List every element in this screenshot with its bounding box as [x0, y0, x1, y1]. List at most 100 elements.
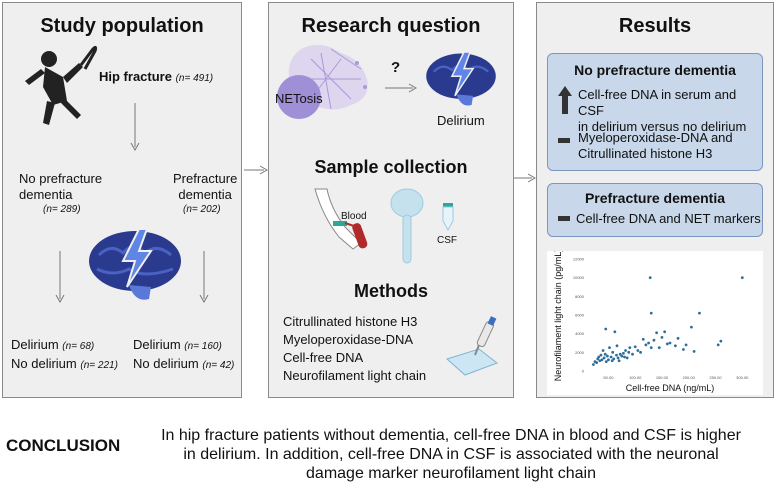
x-tick-label: 50.00	[603, 375, 614, 380]
blood-label: Blood	[341, 211, 367, 222]
method-item: Neurofilament light chain	[283, 368, 427, 383]
scatter-point	[641, 337, 645, 341]
y-axis-label: Neurofilament light chain (pg/mL)	[553, 251, 563, 381]
scatter-point	[633, 345, 637, 349]
box-title: Prefracture dementia	[584, 190, 726, 206]
scatter-point	[657, 346, 661, 350]
scatter-point	[740, 276, 744, 280]
scatter-point	[612, 357, 616, 361]
question-mark: ?	[391, 59, 401, 76]
y-tick-label: 0	[582, 369, 585, 374]
scatter-point	[604, 327, 608, 331]
scatter-point	[610, 359, 614, 363]
scatter-point	[690, 325, 693, 329]
scatter-point	[599, 353, 603, 357]
scatter-point	[617, 359, 621, 363]
scatter-point	[615, 344, 619, 348]
scatter-point	[592, 363, 595, 366]
scatter-point	[622, 351, 625, 355]
scatter-point	[649, 311, 653, 315]
hip-fracture-label: Hip fracture (n= 491)	[99, 69, 214, 84]
arrow-down-icon	[130, 103, 140, 151]
research-question-panel: Research question NETosis ? Delirium Sam…	[268, 2, 514, 398]
pre-dementia-n: (n= 202)	[183, 204, 221, 215]
method-item: Citrullinated histone H3	[283, 314, 418, 329]
scatter-point	[636, 349, 640, 352]
research-question-title: Research question	[301, 15, 481, 37]
scatter-point	[608, 346, 611, 350]
scatter-point	[615, 353, 618, 357]
scatter-point	[603, 352, 607, 356]
y-tick-label: 10000	[573, 275, 585, 280]
netosis-label: NETosis	[275, 91, 323, 106]
left-no-delirium: No delirium (n= 221)	[11, 356, 118, 371]
scatter-point	[600, 358, 604, 362]
scatter-point	[649, 346, 653, 350]
falling-person-icon	[25, 45, 98, 125]
scatter-point	[623, 355, 626, 359]
scatter-point	[631, 352, 634, 356]
right-delirium: Delirium (n= 160)	[133, 337, 222, 352]
x-tick-label: 250.00	[709, 375, 722, 380]
scatter-point	[660, 336, 664, 339]
no-dementia-n: (n= 289)	[43, 204, 81, 215]
no-dementia-results-box: No prefracture dementia Cell-free DNA in…	[547, 53, 763, 171]
method-item: Cell-free DNA	[283, 350, 364, 365]
arrow-right-icon	[244, 165, 268, 175]
scatter-point	[647, 341, 650, 345]
sample-collection-title: Sample collection	[314, 157, 468, 177]
no-change-text: Myeloperoxidase-DNA and Citrullinated hi…	[578, 130, 733, 161]
scatter-point	[611, 350, 615, 354]
scatter-point	[639, 350, 642, 354]
scatter-point	[665, 342, 669, 346]
scatter-point	[663, 330, 667, 334]
csf-tube-icon	[442, 203, 454, 231]
scatter-point	[684, 343, 688, 347]
scatter-point	[652, 338, 656, 342]
y-tick-label: 2000	[575, 350, 585, 355]
y-tick-label: 4000	[575, 331, 585, 336]
arrow-right-icon	[514, 173, 536, 183]
scatter-point	[648, 276, 652, 280]
scatter-point	[681, 348, 685, 351]
scatter-point	[644, 343, 648, 347]
scatter-point	[616, 356, 620, 360]
scatter-point	[668, 341, 672, 345]
x-axis-label: Cell-free DNA (ng/mL)	[626, 383, 715, 393]
study-population-panel: Study population Hip fracture (n= 491) N…	[2, 2, 242, 398]
scatter-point	[698, 311, 701, 315]
box-title: No prefracture dementia	[574, 62, 736, 78]
no-change-icon	[558, 216, 570, 221]
results-panel: Results No prefracture dementia Cell-fre…	[536, 2, 774, 398]
scatter-point	[716, 343, 720, 347]
no-change-text: Cell-free DNA and NET markers	[576, 211, 761, 226]
scatter-point	[598, 359, 602, 363]
scatter-point	[607, 358, 610, 362]
scatter-point	[625, 356, 629, 360]
arrow-up-icon	[558, 86, 572, 114]
y-tick-label: 12000	[573, 257, 585, 262]
scatter-chart: Neurofilament light chain (pg/mL) Cell-f…	[547, 251, 763, 395]
methods-title: Methods	[354, 281, 428, 301]
scatter-point	[628, 346, 632, 350]
scatter-point	[605, 354, 609, 358]
scatter-point	[618, 352, 622, 356]
y-tick-label: 6000	[575, 313, 585, 318]
scatter-point	[609, 355, 613, 359]
dementia-results-box: Prefracture dementia Cell-free DNA and N…	[547, 183, 763, 237]
scatter-point	[692, 350, 696, 353]
pipette-plate-icon	[446, 316, 499, 376]
x-tick-label: 100.00	[629, 375, 642, 380]
scatter-point	[613, 330, 617, 334]
scatter-point	[624, 349, 627, 352]
left-delirium: Delirium (n= 68)	[11, 337, 95, 352]
scatter-point	[602, 356, 606, 360]
conclusion-label: CONCLUSION	[6, 436, 121, 455]
methods-list: Citrullinated histone H3 Myeloperoxidase…	[283, 313, 426, 385]
method-item: Myeloperoxidase-DNA	[283, 332, 414, 347]
brain-lightning-icon	[89, 228, 181, 300]
netosis-cell-icon	[277, 44, 368, 119]
x-tick-label: 200.00	[683, 375, 696, 380]
scatter-point	[627, 350, 631, 354]
scatter-point	[601, 349, 605, 352]
